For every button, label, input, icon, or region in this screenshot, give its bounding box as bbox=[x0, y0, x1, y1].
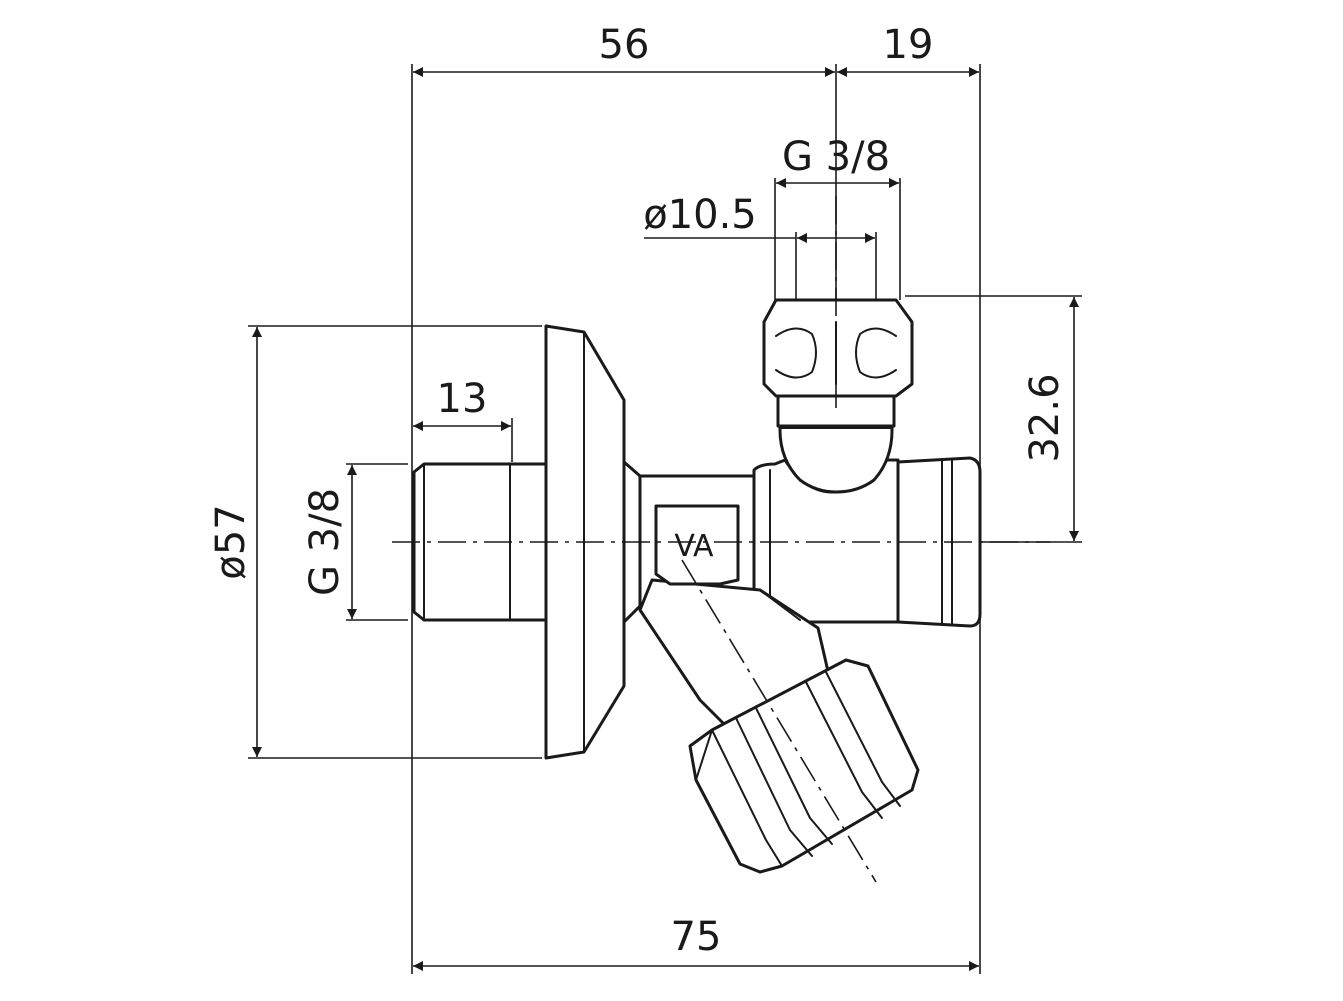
handwheel bbox=[688, 658, 920, 874]
dim-outlet-bore: ø10.5 bbox=[643, 192, 757, 238]
dim-overall-width: 75 bbox=[671, 914, 722, 960]
dim-width-left: 56 bbox=[599, 22, 650, 68]
dim-outlet-thread: G 3/8 bbox=[782, 134, 890, 180]
dim-rosette-diameter: ø57 bbox=[208, 504, 254, 579]
dim-outlet-height: 32.6 bbox=[1022, 373, 1068, 462]
inlet-spigot bbox=[412, 462, 548, 622]
dim-inlet-thread: G 3/8 bbox=[302, 488, 348, 596]
dimension-lines bbox=[252, 67, 1079, 971]
body-marking-plate bbox=[654, 504, 740, 586]
body-marking-text: VA bbox=[674, 529, 714, 564]
valve-body bbox=[752, 398, 900, 624]
outlet-hex-nut bbox=[762, 298, 914, 428]
dim-thread-length: 13 bbox=[437, 376, 488, 422]
centerlines bbox=[392, 196, 1050, 883]
dim-width-right: 19 bbox=[883, 22, 934, 68]
right-connector bbox=[896, 456, 982, 628]
